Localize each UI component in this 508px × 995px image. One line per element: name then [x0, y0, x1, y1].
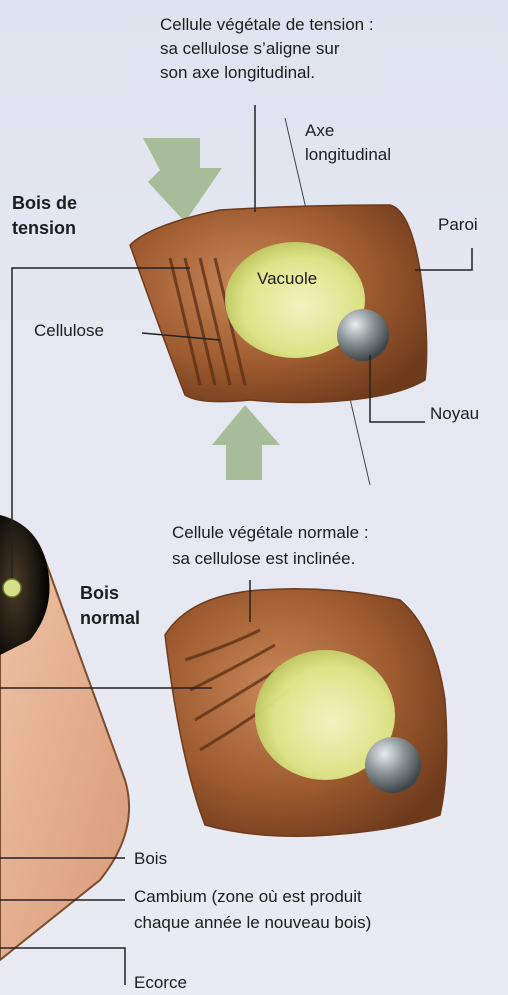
cambium-label-line1: Cambium (zone où est produit — [134, 886, 362, 908]
normal-cell-caption-line1: Cellule végétale normale : — [172, 522, 369, 544]
tension-wood-label-line2: tension — [12, 217, 76, 239]
arrow-down — [143, 138, 222, 222]
arrow-up — [212, 405, 280, 480]
vacuole-label: Vacuole — [257, 268, 317, 290]
normal-cell-caption-line2: sa cellulose est inclinée. — [172, 548, 355, 570]
axis-label-line2: longitudinal — [305, 144, 391, 166]
noyau-label: Noyau — [430, 403, 479, 425]
normal-wood-label-line2: normal — [80, 607, 140, 629]
cambium-label-line2: chaque année le nouveau bois) — [134, 912, 371, 934]
tension-nucleus — [337, 309, 389, 361]
tension-cell-caption-line1: Cellule végétale de tension : — [160, 14, 374, 36]
normal-wood-label-line1: Bois — [80, 582, 119, 604]
tension-cell-caption-line3: son axe longitudinal. — [160, 62, 315, 84]
tension-cell-caption-line2: sa cellulose s’aligne sur — [160, 38, 340, 60]
tension-wood-label-line1: Bois de — [12, 192, 77, 214]
axis-label-line1: Axe — [305, 120, 334, 142]
tension-wood-marker — [3, 579, 21, 597]
cellulose-label: Cellulose — [34, 320, 104, 342]
normal-nucleus — [365, 737, 421, 793]
ecorce-label: Ecorce — [134, 972, 187, 994]
paroi-label: Paroi — [438, 214, 478, 236]
bois-label: Bois — [134, 848, 167, 870]
